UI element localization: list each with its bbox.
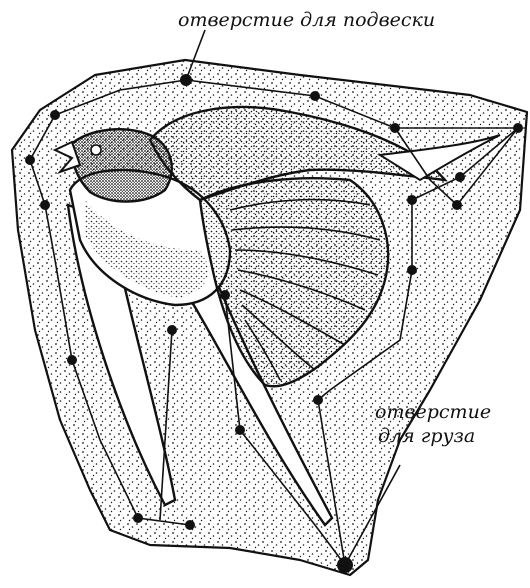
hole	[407, 265, 417, 275]
hole	[133, 513, 143, 523]
bird-eye	[91, 145, 101, 155]
hole	[25, 155, 35, 165]
hole	[220, 290, 230, 300]
label-weight-hole-line2: для груза	[378, 425, 475, 447]
hole	[167, 325, 177, 335]
hole	[390, 123, 400, 133]
hole	[407, 195, 417, 205]
hole	[235, 425, 245, 435]
hole	[185, 520, 195, 530]
hole	[310, 91, 320, 101]
hole	[513, 123, 523, 133]
hole	[313, 395, 323, 405]
hole	[455, 172, 465, 182]
hole	[67, 355, 77, 365]
hole	[452, 200, 462, 210]
hole	[40, 200, 50, 210]
hole	[50, 110, 60, 120]
label-weight-hole-line1: отверстие	[375, 401, 491, 423]
label-hanging-hole: отверстие для подвески	[178, 9, 435, 31]
